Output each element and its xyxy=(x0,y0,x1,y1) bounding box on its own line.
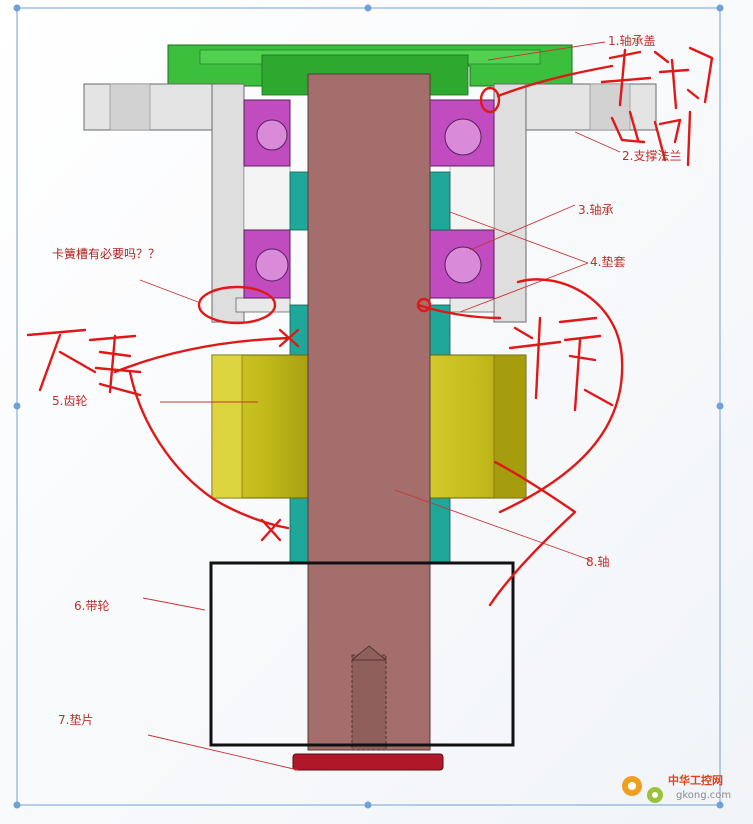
handle-bottom-right-icon[interactable] xyxy=(716,801,724,809)
selection-frame[interactable] xyxy=(13,4,724,809)
support-flange-part xyxy=(83,83,657,323)
handle-top-mid-icon[interactable] xyxy=(364,4,372,12)
watermark-site-name: 中华工控网 xyxy=(668,773,723,787)
site-watermark: 中华工控网 gkong.com xyxy=(622,773,731,803)
label-spacer-sleeve: 4.垫套 xyxy=(590,254,625,269)
handle-bottom-left-icon[interactable] xyxy=(13,801,21,809)
question-note: 卡簧槽有必要吗？？ xyxy=(52,246,160,261)
label-pulley: 6.带轮 xyxy=(74,599,109,613)
gear-icon xyxy=(622,776,663,803)
label-support-flange: 2.支撑法兰 xyxy=(622,148,681,163)
handle-top-left-icon[interactable] xyxy=(13,4,21,12)
handle-mid-right-icon[interactable] xyxy=(716,402,724,410)
label-gear: 5.齿轮 xyxy=(52,394,87,408)
watermark-url: gkong.com xyxy=(676,790,731,801)
label-bearing: 3.轴承 xyxy=(578,202,613,217)
shaft-part xyxy=(307,73,431,751)
handle-mid-left-icon[interactable] xyxy=(13,402,21,410)
bearing-part xyxy=(243,99,495,299)
handle-bottom-mid-icon[interactable] xyxy=(364,801,372,809)
gear-part xyxy=(211,354,527,499)
label-shaft: 8.轴 xyxy=(586,554,609,569)
handle-top-right-icon[interactable] xyxy=(716,4,724,12)
handwritten-markup xyxy=(26,46,714,607)
pulley-part xyxy=(209,561,515,747)
leader-lines xyxy=(139,41,621,771)
washer-part xyxy=(292,753,444,771)
label-washer: 7.垫片 xyxy=(58,712,93,727)
label-bearing-cover: 1.轴承盖 xyxy=(608,33,655,48)
